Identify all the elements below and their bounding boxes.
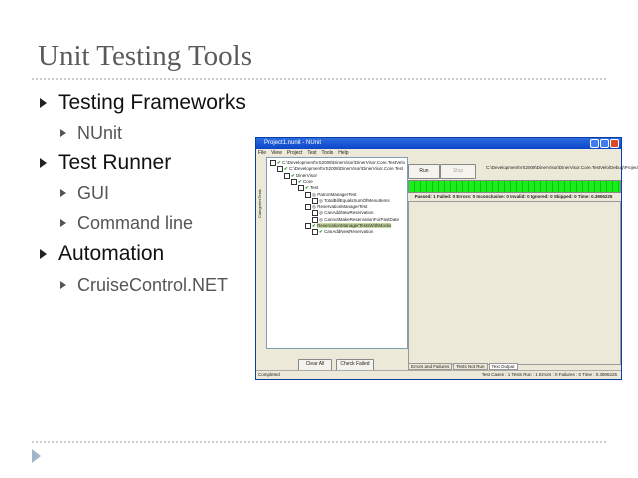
- menu-item[interactable]: Help: [338, 150, 349, 156]
- checkbox[interactable]: [312, 216, 318, 223]
- pass-check-icon: ✔: [277, 160, 281, 166]
- close-icon[interactable]: [610, 139, 619, 148]
- pass-check-icon: ✔: [291, 172, 295, 178]
- title-bar: Project1.nunit - NUnit: [256, 138, 621, 149]
- tree-node-label: C:\Development\VS2008\DinerVisor\DinerVi…: [289, 166, 404, 172]
- bullet-item: CruiseControl.NET: [77, 275, 229, 295]
- menu-item[interactable]: Test: [307, 150, 317, 156]
- bullet-triangle-icon: [40, 158, 47, 168]
- bullet-item: Command line: [77, 213, 194, 233]
- bullet-item: Testing Frameworks: [58, 91, 246, 114]
- output-tab[interactable]: Tests Not Run: [453, 363, 488, 370]
- pass-check-icon: ✔: [284, 166, 288, 172]
- bullet-triangle-icon: [60, 281, 66, 289]
- output-panel: [408, 201, 621, 365]
- slide-title: Unit Testing Tools: [38, 40, 253, 72]
- menu-item[interactable]: File: [258, 150, 267, 156]
- tree-node-label: Core: [303, 179, 313, 185]
- window-title: Project1.nunit - NUnit: [264, 140, 322, 146]
- tree-node[interactable]: ✔ DinerVisor: [284, 172, 317, 179]
- bullet-triangle-icon: [60, 189, 66, 197]
- bullet-item: Automation: [58, 242, 165, 265]
- bullet-item: NUnit: [77, 123, 123, 143]
- not-run-icon: ◎: [312, 204, 316, 210]
- checkbox[interactable]: [284, 172, 290, 179]
- checkbox[interactable]: [291, 178, 297, 185]
- tree-node[interactable]: ✔ Core: [291, 178, 313, 185]
- not-run-icon: ◎: [319, 210, 323, 216]
- not-run-icon: ◎: [319, 216, 323, 222]
- tab-categories[interactable]: Categories: [257, 198, 262, 218]
- footer-triangle-icon: [32, 449, 41, 463]
- side-tabs: CategoriesTests: [257, 158, 265, 218]
- bullet-item: Test Runner: [58, 151, 172, 174]
- tree-node-label: CannotMakeReservationForPastDate: [324, 216, 399, 222]
- tree-node-label: CanAddNewReservation: [324, 210, 374, 216]
- tree-node[interactable]: ✔ C:\Development\VS2008\DinerVisor\Diner…: [270, 160, 405, 166]
- tree-node-label: ReservationManagerTestsWithMocks: [317, 223, 392, 229]
- status-bar: Completed Test Cases : 1 Tests Run : 1 E…: [256, 370, 621, 379]
- tree-node-label: DinerVisor: [296, 172, 317, 178]
- output-tab[interactable]: Text Output: [488, 363, 518, 370]
- checkbox[interactable]: [312, 210, 318, 217]
- pass-check-icon: ✔: [319, 229, 323, 235]
- not-run-icon: ◎: [312, 191, 316, 197]
- bullet-triangle-icon: [60, 129, 66, 137]
- checkbox[interactable]: [270, 160, 276, 166]
- bullet-item: GUI: [77, 183, 110, 203]
- bullet-triangle-icon: [60, 219, 66, 227]
- run-button[interactable]: Run: [408, 164, 440, 179]
- tree-node[interactable]: ✔ ReservationManagerTestsWithMocks: [305, 223, 392, 229]
- menu-item[interactable]: Project: [286, 150, 303, 156]
- checkbox[interactable]: [305, 204, 311, 211]
- tree-node[interactable]: ◎ ReservationManagerTest: [305, 204, 368, 211]
- tree-node[interactable]: ✔ CanAddNewReservation: [312, 229, 374, 236]
- test-tree[interactable]: ✔ C:\Development\VS2008\DinerVisor\Diner…: [266, 157, 408, 349]
- menu-item[interactable]: View: [271, 150, 282, 156]
- bullet-triangle-icon: [40, 249, 47, 259]
- tree-node[interactable]: ◎ CanAddNewReservation: [312, 210, 374, 217]
- tree-node-label: C:\Development\VS2008\DinerVisor\DinerVi…: [282, 160, 405, 166]
- stop-button[interactable]: Stop: [440, 164, 476, 179]
- tree-node-label: Test: [309, 185, 319, 191]
- footer-divider: [32, 441, 606, 443]
- tree-node-label: TotalBillEqualsSumOfMenuItems: [324, 197, 390, 203]
- pass-check-icon: ✔: [312, 223, 316, 229]
- tree-node-label: ReservationManagerTest: [317, 204, 368, 210]
- checkbox[interactable]: [277, 166, 283, 173]
- not-run-icon: ◎: [319, 197, 323, 203]
- menu-bar: File View Project Test Tools Help: [258, 150, 354, 156]
- tree-node[interactable]: ◎ TotalBillEqualsSumOfMenuItems: [312, 197, 390, 204]
- project-path: C:\Development\VS2008\DinerVisor\DinerVi…: [486, 165, 638, 170]
- tab-tests[interactable]: Tests: [257, 189, 262, 199]
- tree-node[interactable]: ✔ C:\Development\VS2008\DinerVisor\Diner…: [277, 166, 404, 173]
- pass-check-icon: ✔: [305, 185, 309, 191]
- results-summary: Passed: 1 Failed: 0 Errors: 0 Inconclusi…: [414, 194, 613, 199]
- status-right: Test Cases : 1 Tests Run : 1 Errors : 0 …: [481, 372, 617, 377]
- pass-check-icon: ✔: [298, 179, 302, 185]
- bullet-triangle-icon: [40, 98, 47, 108]
- checkbox[interactable]: [312, 229, 318, 236]
- checkbox[interactable]: [305, 223, 311, 229]
- output-tab[interactable]: Errors and Failures: [408, 363, 453, 370]
- minimize-icon[interactable]: [590, 139, 599, 148]
- checkbox[interactable]: [298, 185, 304, 192]
- tree-node-label: PatronManagerTest: [317, 191, 357, 197]
- tree-node-label: CanAddNewReservation: [324, 229, 374, 235]
- tree-node[interactable]: ◎ PatronManagerTest: [305, 191, 357, 198]
- menu-item[interactable]: Tools: [321, 150, 334, 156]
- status-left: Completed: [258, 372, 280, 377]
- tree-node[interactable]: ✔ Test: [298, 185, 319, 192]
- maximize-icon[interactable]: [600, 139, 609, 148]
- checkbox[interactable]: [305, 191, 311, 198]
- progress-bar: [408, 180, 621, 193]
- title-divider: [32, 78, 606, 80]
- tree-node[interactable]: ◎ CannotMakeReservationForPastDate: [312, 216, 399, 223]
- checkbox[interactable]: [312, 197, 318, 204]
